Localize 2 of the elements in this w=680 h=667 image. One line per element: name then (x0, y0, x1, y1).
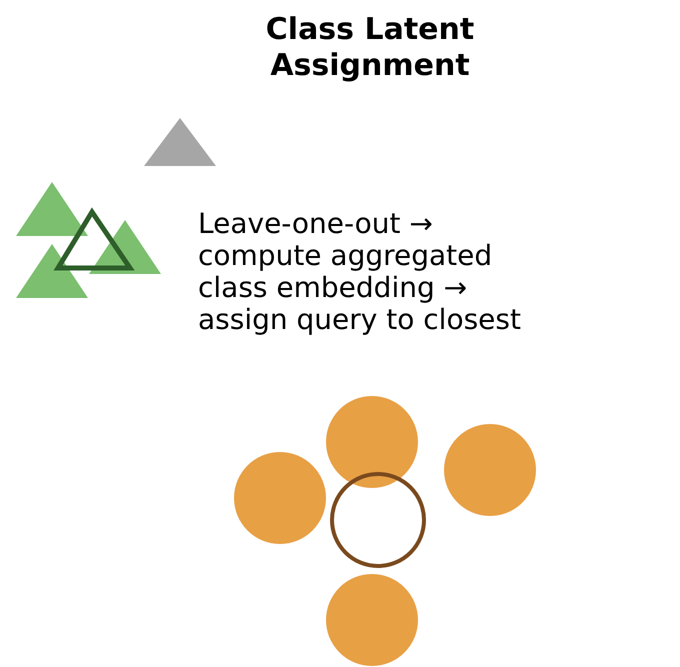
description-text: Leave-one-out → compute aggregated class embedding → assign query to closest (198, 208, 522, 336)
diagram-title: Class Latent Assignment (264, 12, 476, 84)
